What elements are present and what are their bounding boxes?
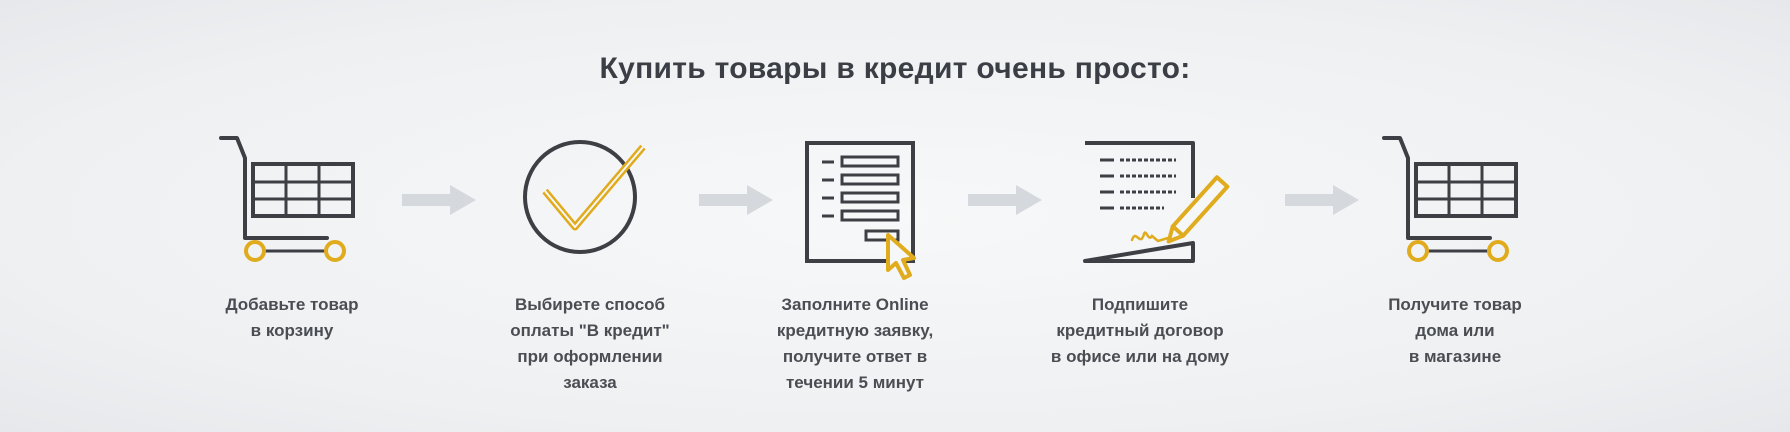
checkmark-circle-icon xyxy=(523,140,646,254)
sign-contract-icon xyxy=(1083,141,1230,263)
step-5-label: Получите товар дома или в магазине xyxy=(1388,295,1522,366)
arrow-right-icon xyxy=(402,185,476,215)
step-3-label: Заполните Online кредитную заявку, получ… xyxy=(776,295,934,392)
arrow-right-icon xyxy=(968,185,1042,215)
arrow-right-icon xyxy=(699,185,773,215)
step-4-label: Подпишите кредитный договор в офисе или … xyxy=(1050,295,1230,366)
application-form-icon xyxy=(805,141,916,280)
page-title: Купить товары в кредит очень просто: xyxy=(599,52,1191,85)
step-1-label: Добавьте товар в корзину xyxy=(225,295,359,340)
shopping-cart-icon xyxy=(219,136,355,262)
arrow-right-icon xyxy=(1285,185,1359,215)
step-2-label: Выбирете способ оплаты "В кредит" при оф… xyxy=(510,295,670,392)
shopping-cart-icon xyxy=(1382,136,1518,262)
